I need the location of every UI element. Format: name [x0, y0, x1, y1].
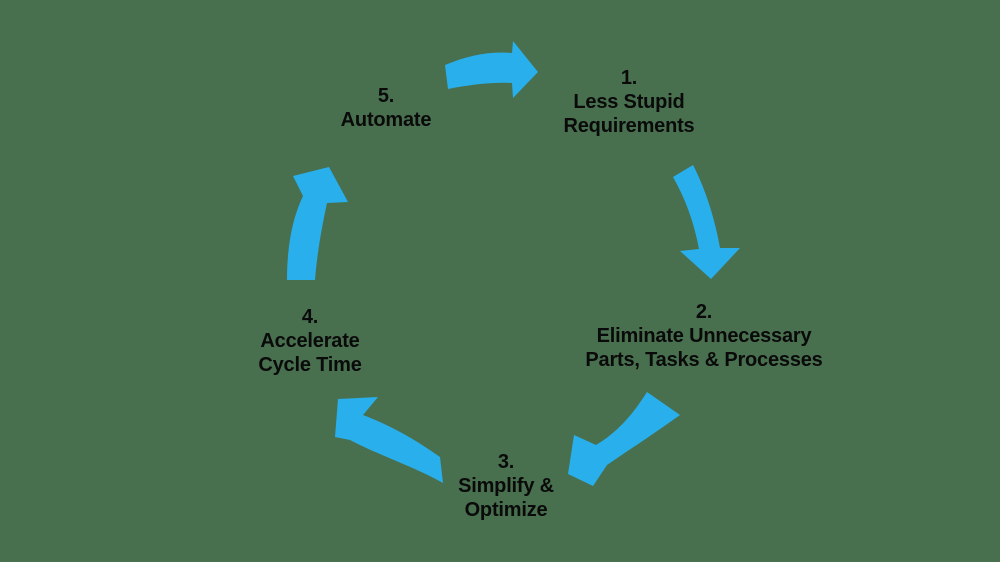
step-2-label: 2. Eliminate Unnecessary Parts, Tasks & …	[585, 300, 822, 372]
step-2-number: 2.	[695, 301, 713, 323]
step-3-number: 3.	[497, 451, 515, 473]
step-3-line-1: Simplify &	[458, 475, 554, 497]
step-1-label: 1. Less Stupid Requirements	[564, 66, 695, 138]
step-1-line-1: Less Stupid	[573, 91, 685, 113]
step-5-label: 5. Automate	[341, 84, 432, 132]
step-4-line-1: Accelerate	[260, 330, 360, 352]
curved-arrow-1-to-2-icon	[673, 165, 740, 279]
step-4-line-2: Cycle Time	[258, 354, 362, 376]
step-5-number: 5.	[377, 85, 395, 107]
step-3-line-2: Optimize	[464, 499, 548, 521]
curved-arrow-5-to-1-icon	[445, 41, 538, 98]
step-5-line-1: Automate	[340, 109, 432, 131]
step-1-line-2: Requirements	[563, 115, 695, 137]
curved-arrow-4-to-5-icon	[287, 167, 348, 280]
step-2-line-2: Parts, Tasks & Processes	[585, 349, 823, 371]
step-4-label: 4. Accelerate Cycle Time	[258, 305, 361, 377]
curved-arrow-2-to-3-icon	[568, 392, 680, 486]
step-1-number: 1.	[620, 67, 638, 89]
step-2-line-1: Eliminate Unnecessary	[596, 325, 812, 347]
step-3-label: 3. Simplify & Optimize	[458, 450, 554, 522]
step-4-number: 4.	[301, 306, 319, 328]
curved-arrow-3-to-4-icon	[335, 397, 443, 483]
